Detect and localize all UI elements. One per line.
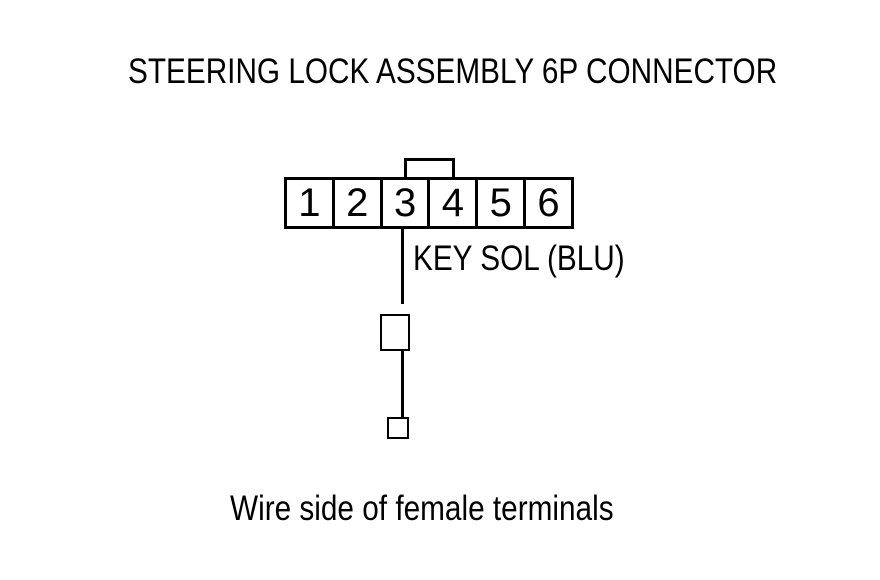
terminal-symbol-small <box>387 417 409 439</box>
wire-label: KEY SOL (BLU) <box>413 239 625 278</box>
connector-key-tab <box>404 158 455 180</box>
pin-cell-4: 4 <box>430 180 479 226</box>
pin-cell-2: 2 <box>335 180 383 226</box>
pin-cell-3: 3 <box>383 180 431 226</box>
terminal-symbol-large <box>380 314 410 351</box>
wire-segment-lower <box>401 351 404 419</box>
pin-cell-5: 5 <box>478 180 527 226</box>
pin-number-6: 6 <box>537 181 560 225</box>
pin-number-4: 4 <box>441 181 465 225</box>
wire-segment-upper <box>401 228 404 304</box>
pin-cell-1: 1 <box>287 180 335 226</box>
pin-number-2: 2 <box>346 181 369 225</box>
caption-wire-side: Wire side of female terminals <box>230 489 614 528</box>
pin-number-5: 5 <box>489 181 512 225</box>
pin-number-1: 1 <box>298 181 321 225</box>
connector-body: 1 2 3 4 5 6 <box>284 177 574 229</box>
diagram-title: STEERING LOCK ASSEMBLY 6P CONNECTOR <box>128 52 778 91</box>
pin-cell-6: 6 <box>526 180 571 226</box>
pin-number-3: 3 <box>393 181 417 225</box>
